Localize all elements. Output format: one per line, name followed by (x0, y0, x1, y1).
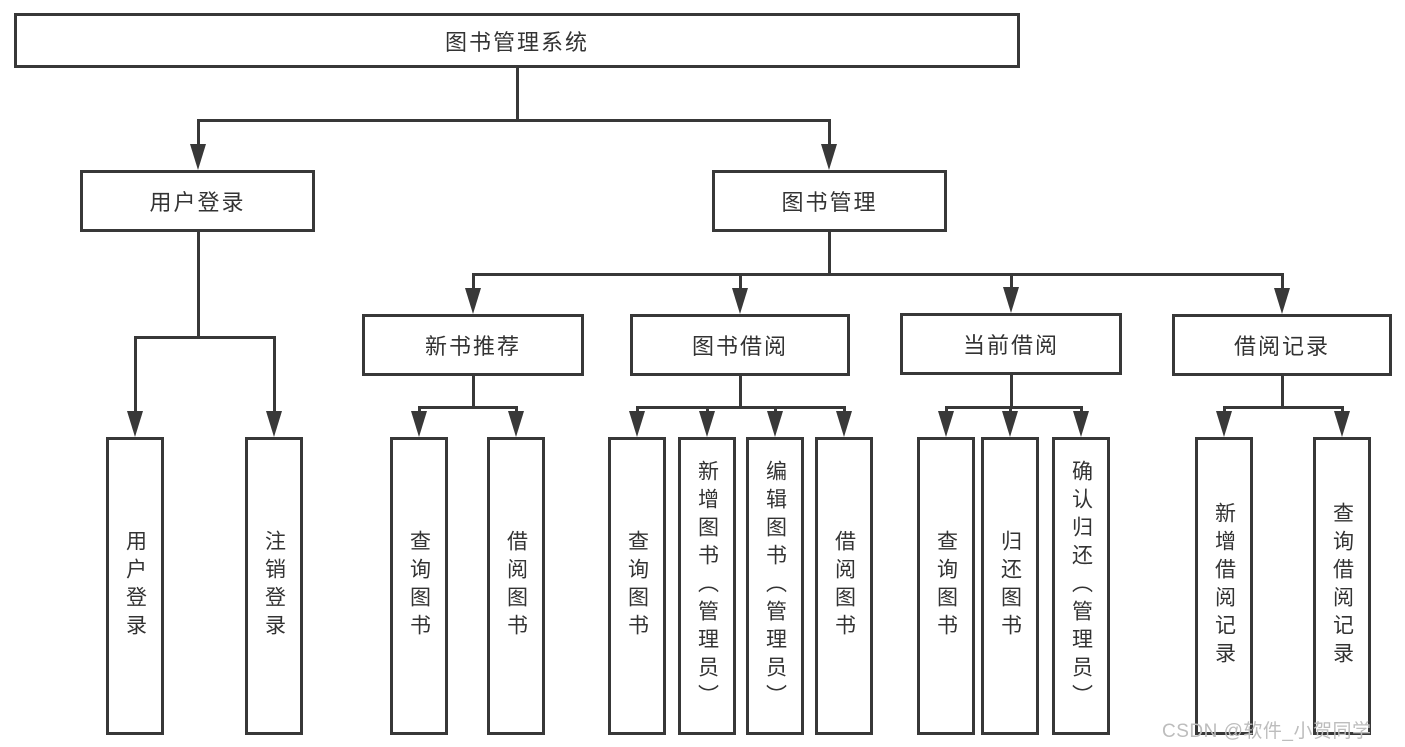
arrow-down-bb-query (629, 407, 645, 437)
leaf-cb-confirm-return-admin: 确认归还（管理员） (1052, 437, 1110, 735)
node-borrowing-records-label: 借阅记录 (1233, 334, 1330, 359)
arrow-down-user-login (190, 120, 206, 170)
leaf-br-add-borrow-record: 新增借阅记录 (1195, 437, 1253, 735)
node-current-borrowing: 当前借阅 (900, 313, 1122, 375)
leaf-bb-add-books-admin: 新增图书（管理员） (678, 437, 736, 735)
leaf-bb-edit-books-admin-label: 编辑图书（管理员） (763, 460, 787, 712)
leaf-logout-login: 注销登录 (245, 437, 303, 735)
connector-new-book-stem (471, 376, 475, 409)
arrow-down-current-borrowing (1003, 274, 1019, 313)
connector-root-stem (515, 68, 519, 121)
node-root: 图书管理系统 (14, 13, 1020, 68)
connector-book-borrowing-stem (738, 376, 742, 409)
connector-user-login-stem (196, 232, 200, 339)
arrow-down-br-query (1334, 407, 1350, 437)
arrow-down-cb-return (1002, 407, 1018, 437)
connector-book-management-stem (827, 232, 831, 276)
leaf-bb-borrow-books: 借阅图书 (815, 437, 873, 735)
arrow-down-new-book (465, 274, 481, 314)
connector-user-login-rail (133, 336, 276, 339)
arrow-down-bb-add (699, 407, 715, 437)
leaf-bb-add-books-admin-label: 新增图书（管理员） (695, 460, 719, 712)
leaf-nb-query-books-label: 查询图书 (407, 530, 431, 642)
node-root-label: 图书管理系统 (444, 29, 589, 55)
node-book-borrowing: 图书借阅 (630, 314, 850, 376)
leaf-bb-query-books-label: 查询图书 (625, 530, 649, 642)
arrow-down-book-borrowing (732, 274, 748, 314)
leaf-br-query-borrow-record-label: 查询借阅记录 (1330, 502, 1354, 670)
arrow-down-borrowing-records (1274, 274, 1290, 314)
leaf-nb-borrow-books: 借阅图书 (487, 437, 545, 735)
arrow-down-bb-borrow (836, 407, 852, 437)
arrow-down-leaf-logout (266, 337, 282, 437)
connector-book-borrowing-rail (635, 406, 846, 409)
node-book-management-label: 图书管理 (781, 190, 878, 215)
node-new-book-recommendation-label: 新书推荐 (424, 334, 521, 359)
leaf-bb-borrow-books-label: 借阅图书 (832, 530, 856, 642)
connector-current-borrowing-rail (944, 406, 1083, 409)
node-current-borrowing-label: 当前借阅 (962, 333, 1059, 358)
leaf-nb-query-books: 查询图书 (390, 437, 448, 735)
leaf-cb-query-books-label: 查询图书 (934, 530, 958, 642)
connector-borrowing-records-rail (1222, 406, 1344, 409)
connector-new-book-rail (417, 406, 518, 409)
leaf-cb-query-books: 查询图书 (917, 437, 975, 735)
connector-current-borrowing-stem (1009, 375, 1013, 409)
arrow-down-br-add (1216, 407, 1232, 437)
arrow-down-nb-borrow (508, 407, 524, 437)
watermark-text: CSDN @软件_小贺同学 (1162, 721, 1372, 742)
leaf-logout-login-label: 注销登录 (262, 530, 286, 642)
leaf-bb-edit-books-admin: 编辑图书（管理员） (746, 437, 804, 735)
node-user-login-label: 用户登录 (149, 190, 246, 215)
leaf-cb-confirm-return-admin-label: 确认归还（管理员） (1069, 460, 1093, 712)
connector-level1-rail (196, 119, 831, 122)
leaf-cb-return-books: 归还图书 (981, 437, 1039, 735)
leaf-user-login-label: 用户登录 (123, 530, 147, 642)
arrow-down-cb-confirm (1073, 407, 1089, 437)
node-book-management: 图书管理 (712, 170, 947, 232)
leaf-br-add-borrow-record-label: 新增借阅记录 (1212, 502, 1236, 670)
leaf-user-login: 用户登录 (106, 437, 164, 735)
arrow-down-cb-query (938, 407, 954, 437)
node-user-login: 用户登录 (80, 170, 315, 232)
arrow-down-book-management (821, 120, 837, 170)
node-new-book-recommendation: 新书推荐 (362, 314, 584, 376)
arrow-down-nb-query (411, 407, 427, 437)
connector-level2-rail (471, 273, 1284, 276)
arrow-down-bb-edit (767, 407, 783, 437)
leaf-br-query-borrow-record: 查询借阅记录 (1313, 437, 1371, 735)
node-borrowing-records: 借阅记录 (1172, 314, 1392, 376)
arrow-down-leaf-user-login (127, 337, 143, 437)
leaf-bb-query-books: 查询图书 (608, 437, 666, 735)
node-book-borrowing-label: 图书借阅 (691, 334, 788, 359)
leaf-nb-borrow-books-label: 借阅图书 (504, 530, 528, 642)
leaf-cb-return-books-label: 归还图书 (998, 530, 1022, 642)
connector-borrowing-records-stem (1280, 376, 1284, 409)
